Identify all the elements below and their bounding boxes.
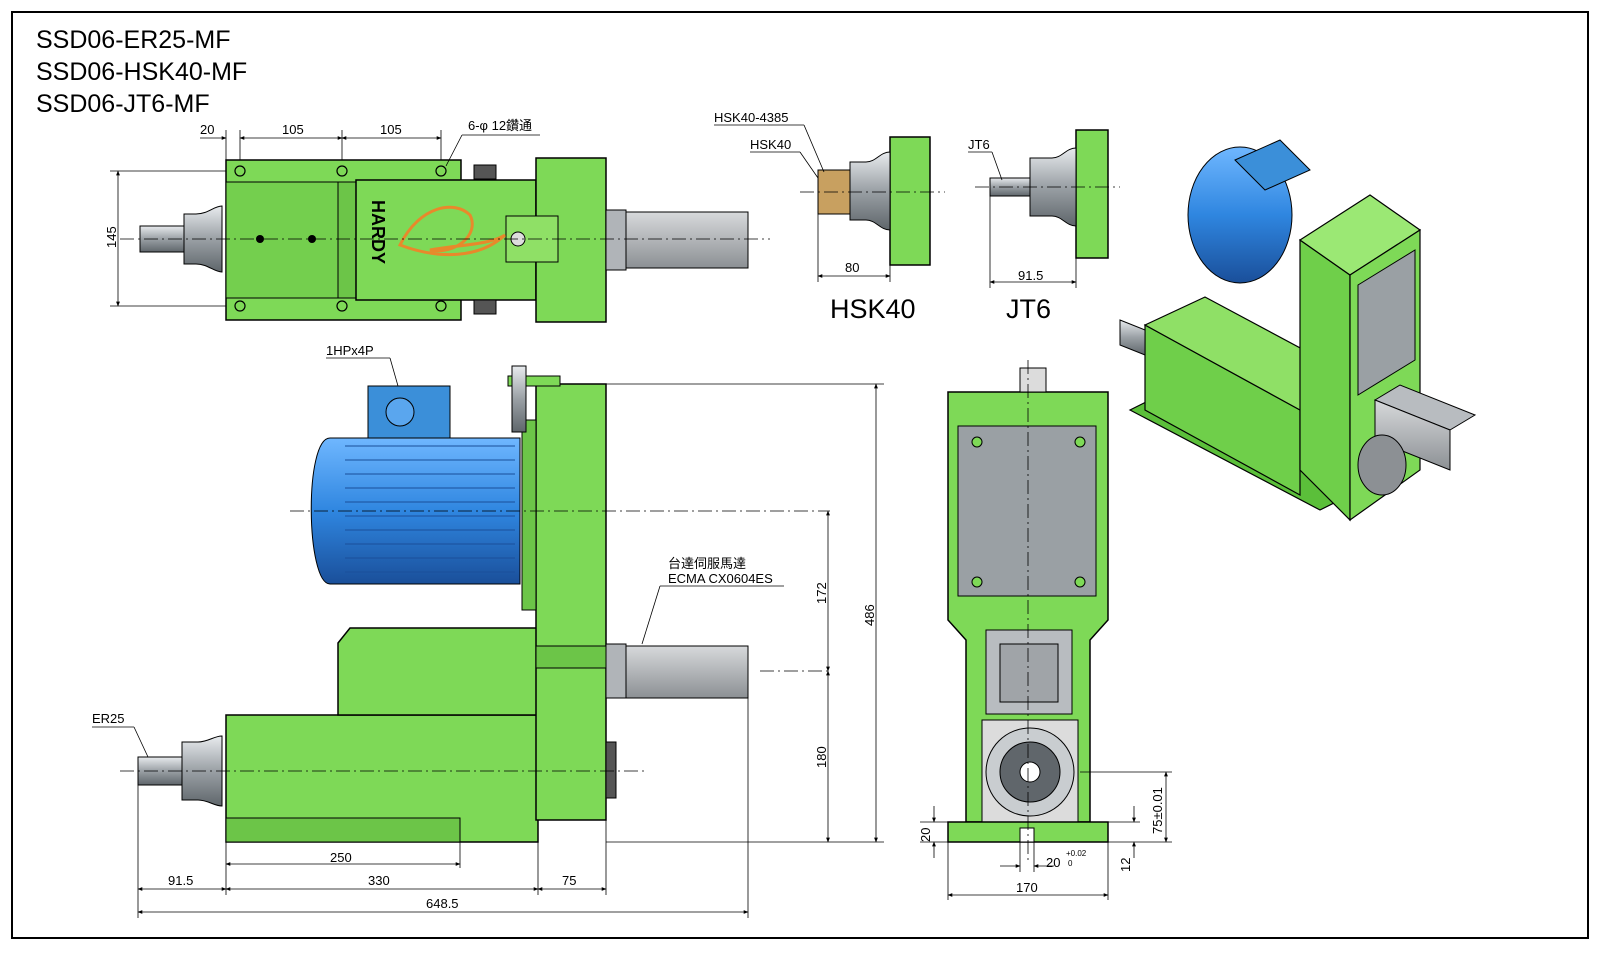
iso-side-plate (1357, 249, 1416, 396)
dim-front-slot-tol-upper: +0.02 (1066, 849, 1087, 858)
callout-hsk-holder: HSK40-4385 (714, 110, 788, 125)
dim-bottom-91-5: 91.5 (168, 873, 193, 888)
jt6-view: 91.5 JT6 JT6 (968, 129, 1120, 324)
dim-front-20: 20 (918, 828, 933, 842)
callout-hsk: HSK40 (750, 137, 791, 152)
side-head-block (337, 627, 539, 716)
brand-logo-text: HARDY (368, 200, 388, 264)
dim-hsk-80: 80 (845, 260, 859, 275)
top-view: HARDY 20 105 105 (104, 118, 770, 323)
side-adjuster-screw (511, 365, 527, 433)
mounting-holes (234, 165, 447, 312)
side-servo-motor (625, 645, 749, 699)
front-servo-inner (999, 643, 1059, 703)
front-cover-bolts (971, 436, 1086, 588)
sheet-border (11, 11, 1589, 939)
iso-servo-front (1374, 399, 1451, 471)
dim-top-105b: 105 (380, 122, 402, 137)
front-spindle-bore (1019, 761, 1041, 783)
side-column (535, 383, 607, 821)
leaf-logo-icon (397, 205, 507, 257)
hsk40-view: 80 HSK40-4385 HSK40 HSK40 (714, 110, 945, 324)
view-label-hsk40: HSK40 (830, 294, 916, 324)
callout-jt6: JT6 (968, 137, 990, 152)
top-rib (337, 181, 357, 299)
iso-er-spindle (1119, 319, 1146, 356)
dim-side-180: 180 (814, 746, 829, 768)
dim-bottom-75: 75 (562, 873, 576, 888)
dim-front-slot: 20 (1046, 855, 1060, 870)
side-base-foot (225, 817, 461, 843)
dim-top-105a: 105 (282, 122, 304, 137)
dim-side-172: 172 (814, 582, 829, 604)
dim-bottom-250: 250 (330, 850, 352, 865)
callout-servo-line2: ECMA CX0604ES (668, 571, 773, 586)
top-servo-motor (625, 211, 749, 269)
side-motor-plate (521, 419, 537, 611)
side-adjuster-top (507, 375, 561, 387)
side-handwheel (605, 741, 617, 799)
dim-front-12: 12 (1118, 858, 1133, 872)
front-top-knob (1019, 367, 1047, 393)
model-titles: SSD06-ER25-MF SSD06-HSK40-MF SSD06-JT6-M… (36, 24, 247, 120)
dim-bottom-330: 330 (368, 873, 390, 888)
callout-servo-line1: 台達伺服馬達 (668, 556, 746, 571)
dim-front-75: 75±0.01 (1150, 787, 1165, 834)
model-title-er25: SSD06-ER25-MF (36, 26, 231, 54)
side-motor-gland (385, 397, 415, 427)
side-view: 486 172 180 250 91.5 330 75 648.5 1HPx4P… (92, 343, 884, 918)
dim-side-486: 486 (862, 604, 877, 626)
top-cap-top (473, 164, 497, 180)
dim-front-170: 170 (1016, 880, 1038, 895)
model-title-hsk40: SSD06-HSK40-MF (36, 58, 248, 86)
jt6-housing (1075, 129, 1109, 259)
callout-motor: 1HPx4P (326, 343, 374, 358)
model-title-jt6: SSD06-JT6-MF (36, 90, 210, 118)
side-column-band (535, 645, 607, 669)
iso-motor-box (1234, 139, 1311, 191)
top-servo-flange (605, 209, 627, 271)
dim-bottom-648-5: 648.5 (426, 896, 459, 911)
front-key-slot (1019, 827, 1035, 843)
front-cover-plate (957, 425, 1097, 597)
side-servo-flange (605, 643, 627, 699)
front-view: 20 12 75±0.01 170 20 +0.02 0 (918, 360, 1172, 900)
side-motor-fins (345, 445, 515, 573)
dim-front-slot-tol-lower: 0 (1068, 859, 1073, 868)
iso-column-front (1299, 238, 1351, 522)
view-label-jt6: JT6 (1006, 294, 1051, 324)
hsk-housing (889, 136, 931, 266)
dim-jt6-91-5: 91.5 (1018, 268, 1043, 283)
hsk-spindle (849, 151, 891, 231)
isometric-view (1119, 139, 1477, 522)
dim-top-145: 145 (104, 226, 119, 248)
iso-spindle-flange (1357, 434, 1407, 496)
top-cap-bottom (473, 299, 497, 315)
callout-er25: ER25 (92, 711, 125, 726)
dim-top-20: 20 (200, 122, 214, 137)
callout-holes: 6-φ 12鑽通 (468, 118, 532, 133)
